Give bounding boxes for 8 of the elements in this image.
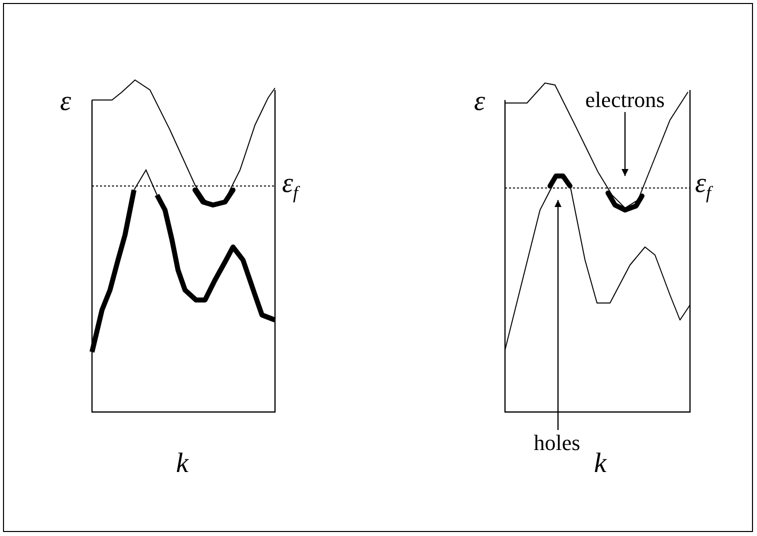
annotation-text: holes	[525, 430, 589, 456]
axis-label: k	[594, 450, 606, 478]
axis-label: k	[176, 450, 188, 478]
energy-label: ε	[474, 88, 486, 116]
energy-label: ε$_{f}$	[282, 170, 298, 202]
energy-label: ε$_{f}$	[695, 170, 712, 202]
energy-label: ε	[60, 88, 72, 116]
annotation-text: electrons	[575, 88, 675, 112]
